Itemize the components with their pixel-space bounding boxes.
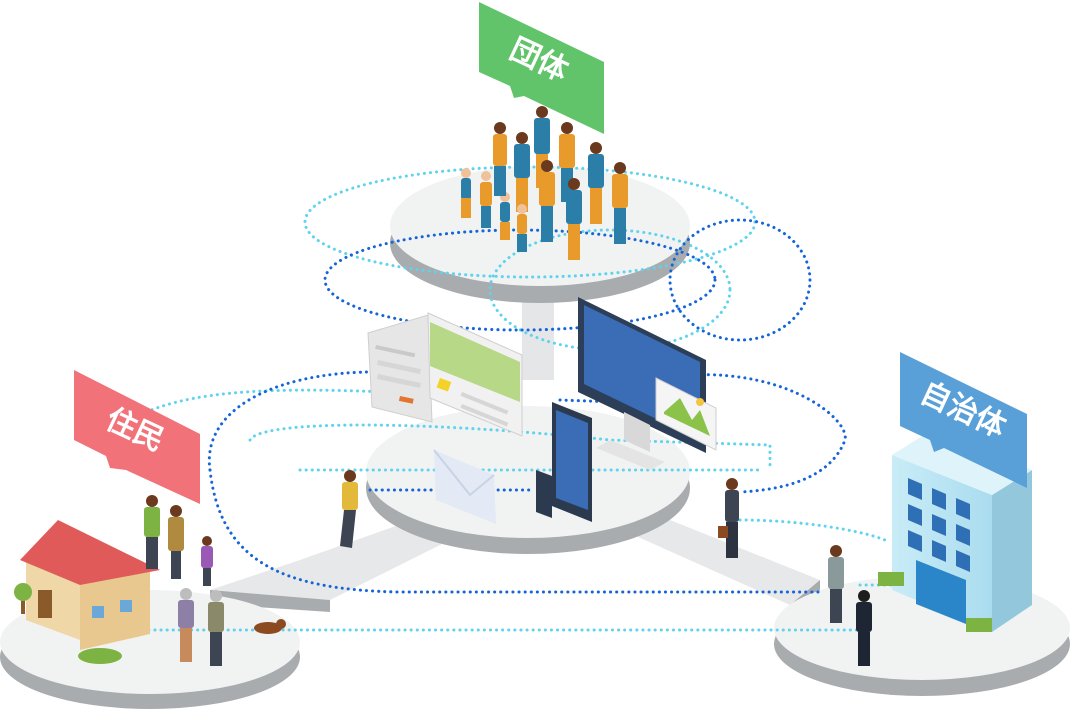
device-phone [536, 470, 552, 518]
tree [14, 583, 32, 614]
house [20, 520, 160, 664]
person-businessman [718, 478, 739, 558]
envelope-icon [433, 449, 496, 524]
device-tablet [552, 402, 592, 522]
image-icon [655, 377, 717, 451]
municipality-building [878, 430, 1032, 632]
device-browser-green [427, 312, 523, 437]
tag-residents: 住民 [74, 370, 200, 504]
municipality-staff [828, 545, 872, 666]
device-browser-gray [367, 314, 433, 423]
platform-center [366, 406, 690, 554]
group-people [461, 106, 628, 260]
residents-people [144, 495, 286, 666]
person-walking [340, 470, 358, 548]
